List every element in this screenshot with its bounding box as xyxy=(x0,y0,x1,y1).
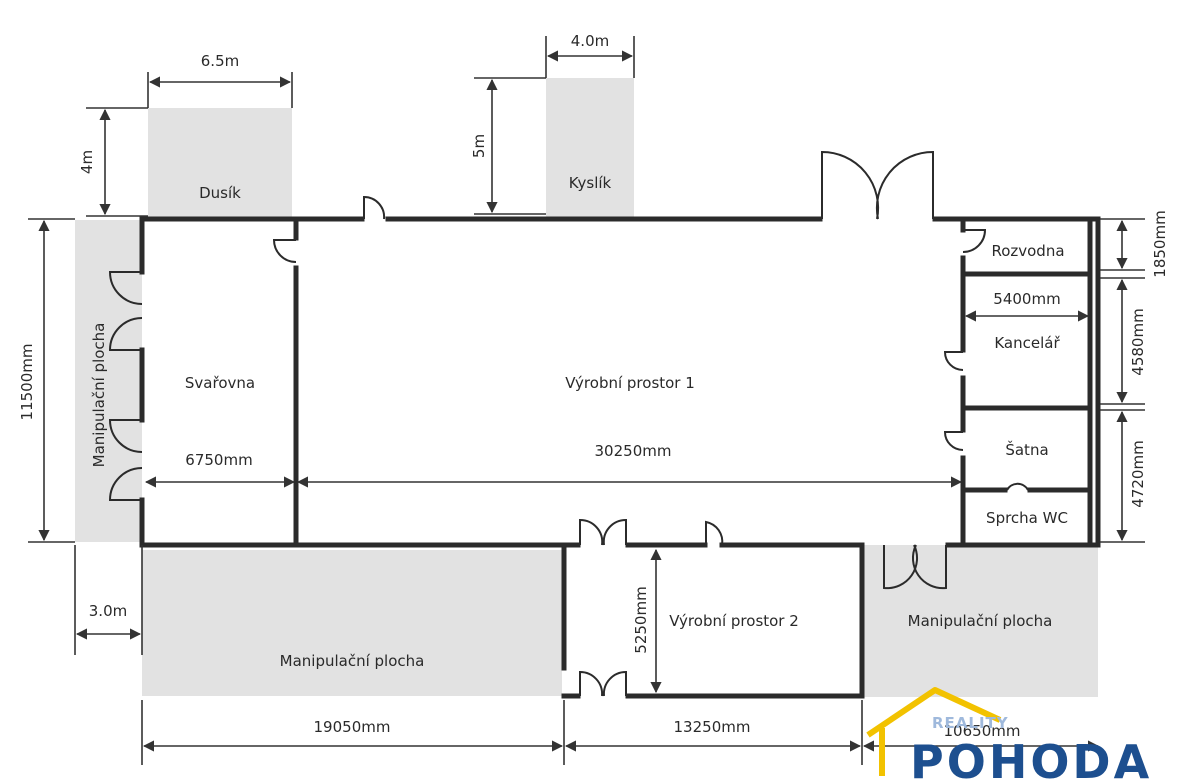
door-top-small xyxy=(363,195,386,220)
dim-bottom-right: 10650mm xyxy=(944,722,1021,740)
door-left-lower-b xyxy=(108,467,143,501)
door-v2-bottom-left xyxy=(579,670,604,697)
dimension-labels: 6.5m 4.0m 4m 5m 11500mm 6750mm 30250mm 5… xyxy=(18,32,1169,740)
logo-text-top: REALITY xyxy=(932,714,1009,732)
door-left-lower-a xyxy=(108,419,143,453)
door-top-double-right xyxy=(875,150,934,220)
dim-bottom-mid: 13250mm xyxy=(674,718,751,736)
door-v2-bottom-right xyxy=(602,670,627,697)
manip-bottom-area xyxy=(142,550,562,696)
room-dusik: Dusík xyxy=(199,184,241,202)
room-manip-right: Manipulační plocha xyxy=(908,612,1053,630)
door-right-outdoor-b xyxy=(911,544,947,590)
reality-pohoda-logo: REALITY POHODA xyxy=(866,687,1152,782)
dim-kyslik-height: 5m xyxy=(470,134,488,158)
dim-vyrobni2-height: 5250mm xyxy=(632,586,650,653)
door-left-upper-a xyxy=(108,271,143,305)
room-vyrobni1: Výrobní prostor 1 xyxy=(565,374,695,392)
room-satna: Šatna xyxy=(1005,440,1048,459)
door-rozvodna xyxy=(962,229,987,253)
room-rozvodna: Rozvodna xyxy=(991,242,1064,260)
room-kyslik: Kyslík xyxy=(569,174,612,192)
room-kancelar: Kancelář xyxy=(994,334,1060,352)
dim-total-height: 11500mm xyxy=(18,344,36,421)
kyslik-area xyxy=(546,78,634,218)
door-kancelar xyxy=(943,351,964,371)
room-manip-bottom: Manipulační plocha xyxy=(280,652,425,670)
manip-left-area xyxy=(75,220,142,542)
dim-kancelar-width: 5400mm xyxy=(993,290,1060,308)
door-v2-top-left xyxy=(579,518,604,546)
door-satna xyxy=(943,431,964,451)
dim-dusik-height: 4m xyxy=(78,150,96,174)
dim-bottom-left: 19050mm xyxy=(314,718,391,736)
doors xyxy=(108,150,1029,697)
dimension-lines xyxy=(28,36,1145,765)
dusik-area xyxy=(148,108,292,218)
external-areas xyxy=(75,78,1098,697)
dim-vyrobni1-width: 30250mm xyxy=(595,442,672,460)
dim-dusik-width: 6.5m xyxy=(201,52,239,70)
dim-kyslik-width: 4.0m xyxy=(571,32,609,50)
door-svarovna xyxy=(272,239,297,263)
door-v2-top-single xyxy=(705,520,724,546)
logo-text-bottom: POHODA xyxy=(910,735,1152,782)
dim-rozvodna-height: 1850mm xyxy=(1151,210,1169,277)
door-v2-top-right xyxy=(602,518,627,546)
room-svarovna: Svařovna xyxy=(185,374,255,392)
room-manip-left: Manipulační plocha xyxy=(90,323,108,468)
door-right-outdoor-a xyxy=(883,544,919,590)
dim-svarovna-width: 6750mm xyxy=(185,451,252,469)
room-sprcha: Sprcha WC xyxy=(986,509,1068,527)
manip-right-area xyxy=(862,545,1098,697)
dim-satna-height: 4720mm xyxy=(1129,440,1147,507)
door-sprcha xyxy=(1006,482,1029,491)
logo-roof-icon xyxy=(866,687,1002,738)
door-left-upper-b xyxy=(108,317,143,351)
room-labels: Dusík Kyslík Rozvodna Kancelář Svařovna … xyxy=(90,174,1068,670)
walls xyxy=(139,216,1101,699)
room-vyrobni2: Výrobní prostor 2 xyxy=(669,612,799,630)
door-top-double-left xyxy=(821,150,880,220)
dim-kancelar-height: 4580mm xyxy=(1129,308,1147,375)
dim-left-strip: 3.0m xyxy=(89,602,127,620)
